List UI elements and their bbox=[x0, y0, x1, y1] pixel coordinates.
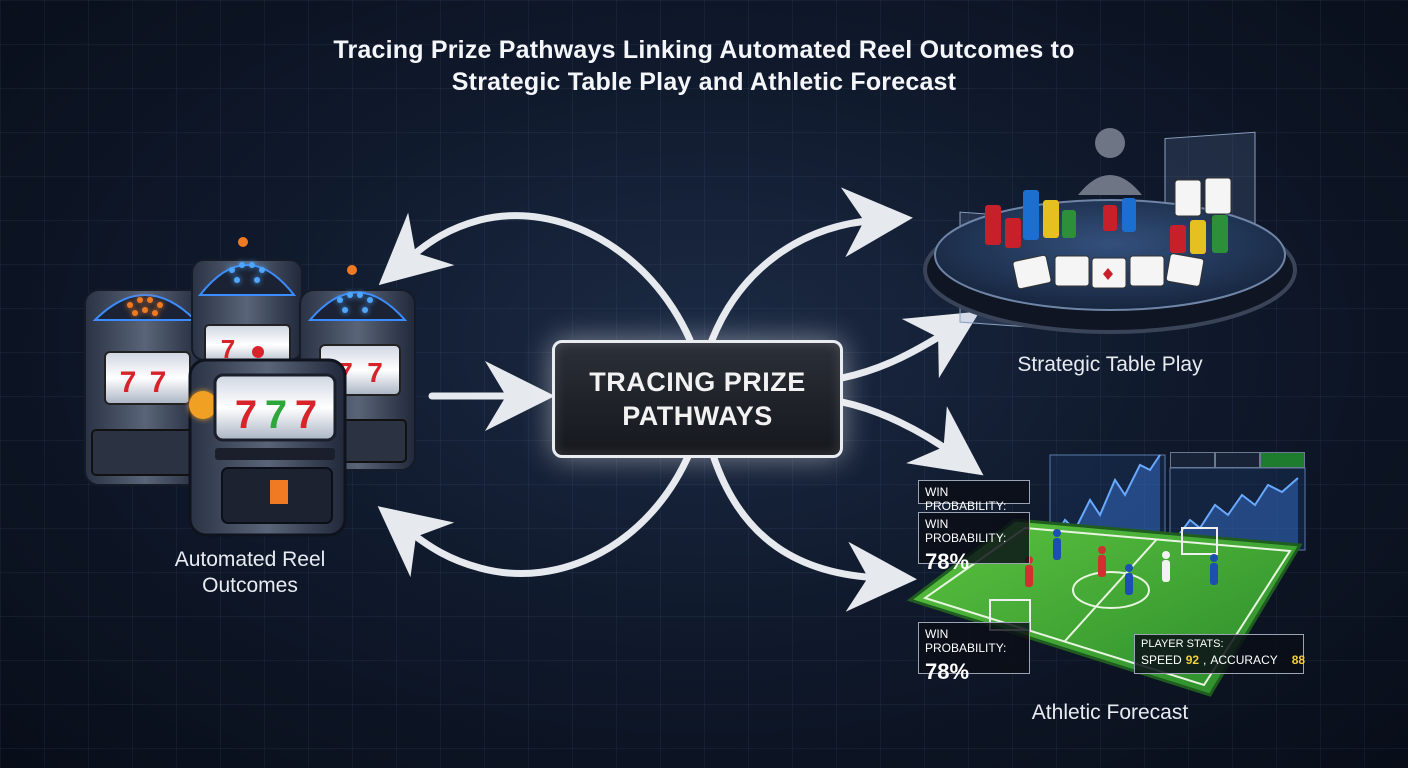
forecast-tab-3 bbox=[1260, 452, 1305, 468]
reel-symbol-2: 7 bbox=[265, 393, 287, 437]
svg-text:7: 7 bbox=[120, 366, 137, 399]
win-probability-top-value: 78% bbox=[925, 549, 1023, 575]
arrow-center-to-athletic-lower bbox=[712, 452, 882, 578]
win-probability-card-bottom: WIN PROBABILITY: 78% bbox=[918, 622, 1030, 674]
win-probability-bottom-value: 78% bbox=[925, 659, 1023, 685]
slot-machine-left: 7 7 bbox=[85, 290, 205, 485]
arrow-center-to-table-top bbox=[712, 220, 878, 340]
win-probability-bottom-label: WIN PROBABILITY: bbox=[925, 627, 1006, 655]
player-stats-label: PLAYER STATS: bbox=[1141, 638, 1224, 650]
slot-machine-front: 7 7 7 bbox=[189, 360, 345, 535]
forecast-tab-2 bbox=[1215, 452, 1260, 468]
reel-symbol-1: 7 bbox=[235, 393, 257, 437]
forecast-tab-1 bbox=[1170, 452, 1215, 468]
speed-label: SPEED bbox=[1141, 653, 1182, 667]
arrow-center-to-reels-top bbox=[405, 216, 690, 340]
casino-table-illustration bbox=[925, 128, 1295, 332]
speed-value: 92 bbox=[1186, 653, 1199, 667]
player-stats-card: PLAYER STATS: SPEED 92, ACCURACY 88 bbox=[1134, 634, 1304, 674]
accuracy-label: ACCURACY bbox=[1210, 653, 1277, 667]
win-probability-card-top: WIN PROBABILITY: 78% bbox=[918, 512, 1030, 564]
node-label-reels: Automated Reel Outcomes bbox=[130, 547, 370, 599]
central-hub-line-1: TRACING PRIZE bbox=[589, 365, 806, 399]
central-hub-line-2: PATHWAYS bbox=[622, 399, 773, 433]
win-probability-top-label: WIN PROBABILITY: bbox=[925, 517, 1006, 545]
node-label-athletic: Athletic Forecast bbox=[990, 700, 1230, 726]
reel-symbol-3: 7 bbox=[295, 393, 317, 437]
node-label-reels-line-1: Automated Reel bbox=[130, 547, 370, 573]
arrow-center-to-athletic-upper bbox=[842, 402, 955, 455]
svg-text:7: 7 bbox=[150, 366, 167, 399]
win-probability-header-label: WIN PROBABILITY: bbox=[925, 485, 1006, 513]
central-hub-box: TRACING PRIZE PATHWAYS bbox=[552, 340, 843, 458]
slot-machines-illustration: 7 7 7 7 7 bbox=[85, 237, 415, 535]
svg-text:7: 7 bbox=[367, 357, 383, 388]
node-label-reels-line-2: Outcomes bbox=[130, 573, 370, 599]
arrow-center-to-reels-bottom bbox=[405, 452, 690, 574]
slot-machine-center-back: 7 bbox=[192, 237, 302, 365]
arrow-center-to-table-lower bbox=[842, 330, 950, 378]
accuracy-value: 88 bbox=[1292, 653, 1305, 667]
win-probability-header: WIN PROBABILITY: bbox=[918, 480, 1030, 504]
node-label-table: Strategic Table Play bbox=[980, 352, 1240, 378]
forecast-tab-strip bbox=[1170, 452, 1305, 468]
dealer-silhouette bbox=[1078, 128, 1142, 195]
